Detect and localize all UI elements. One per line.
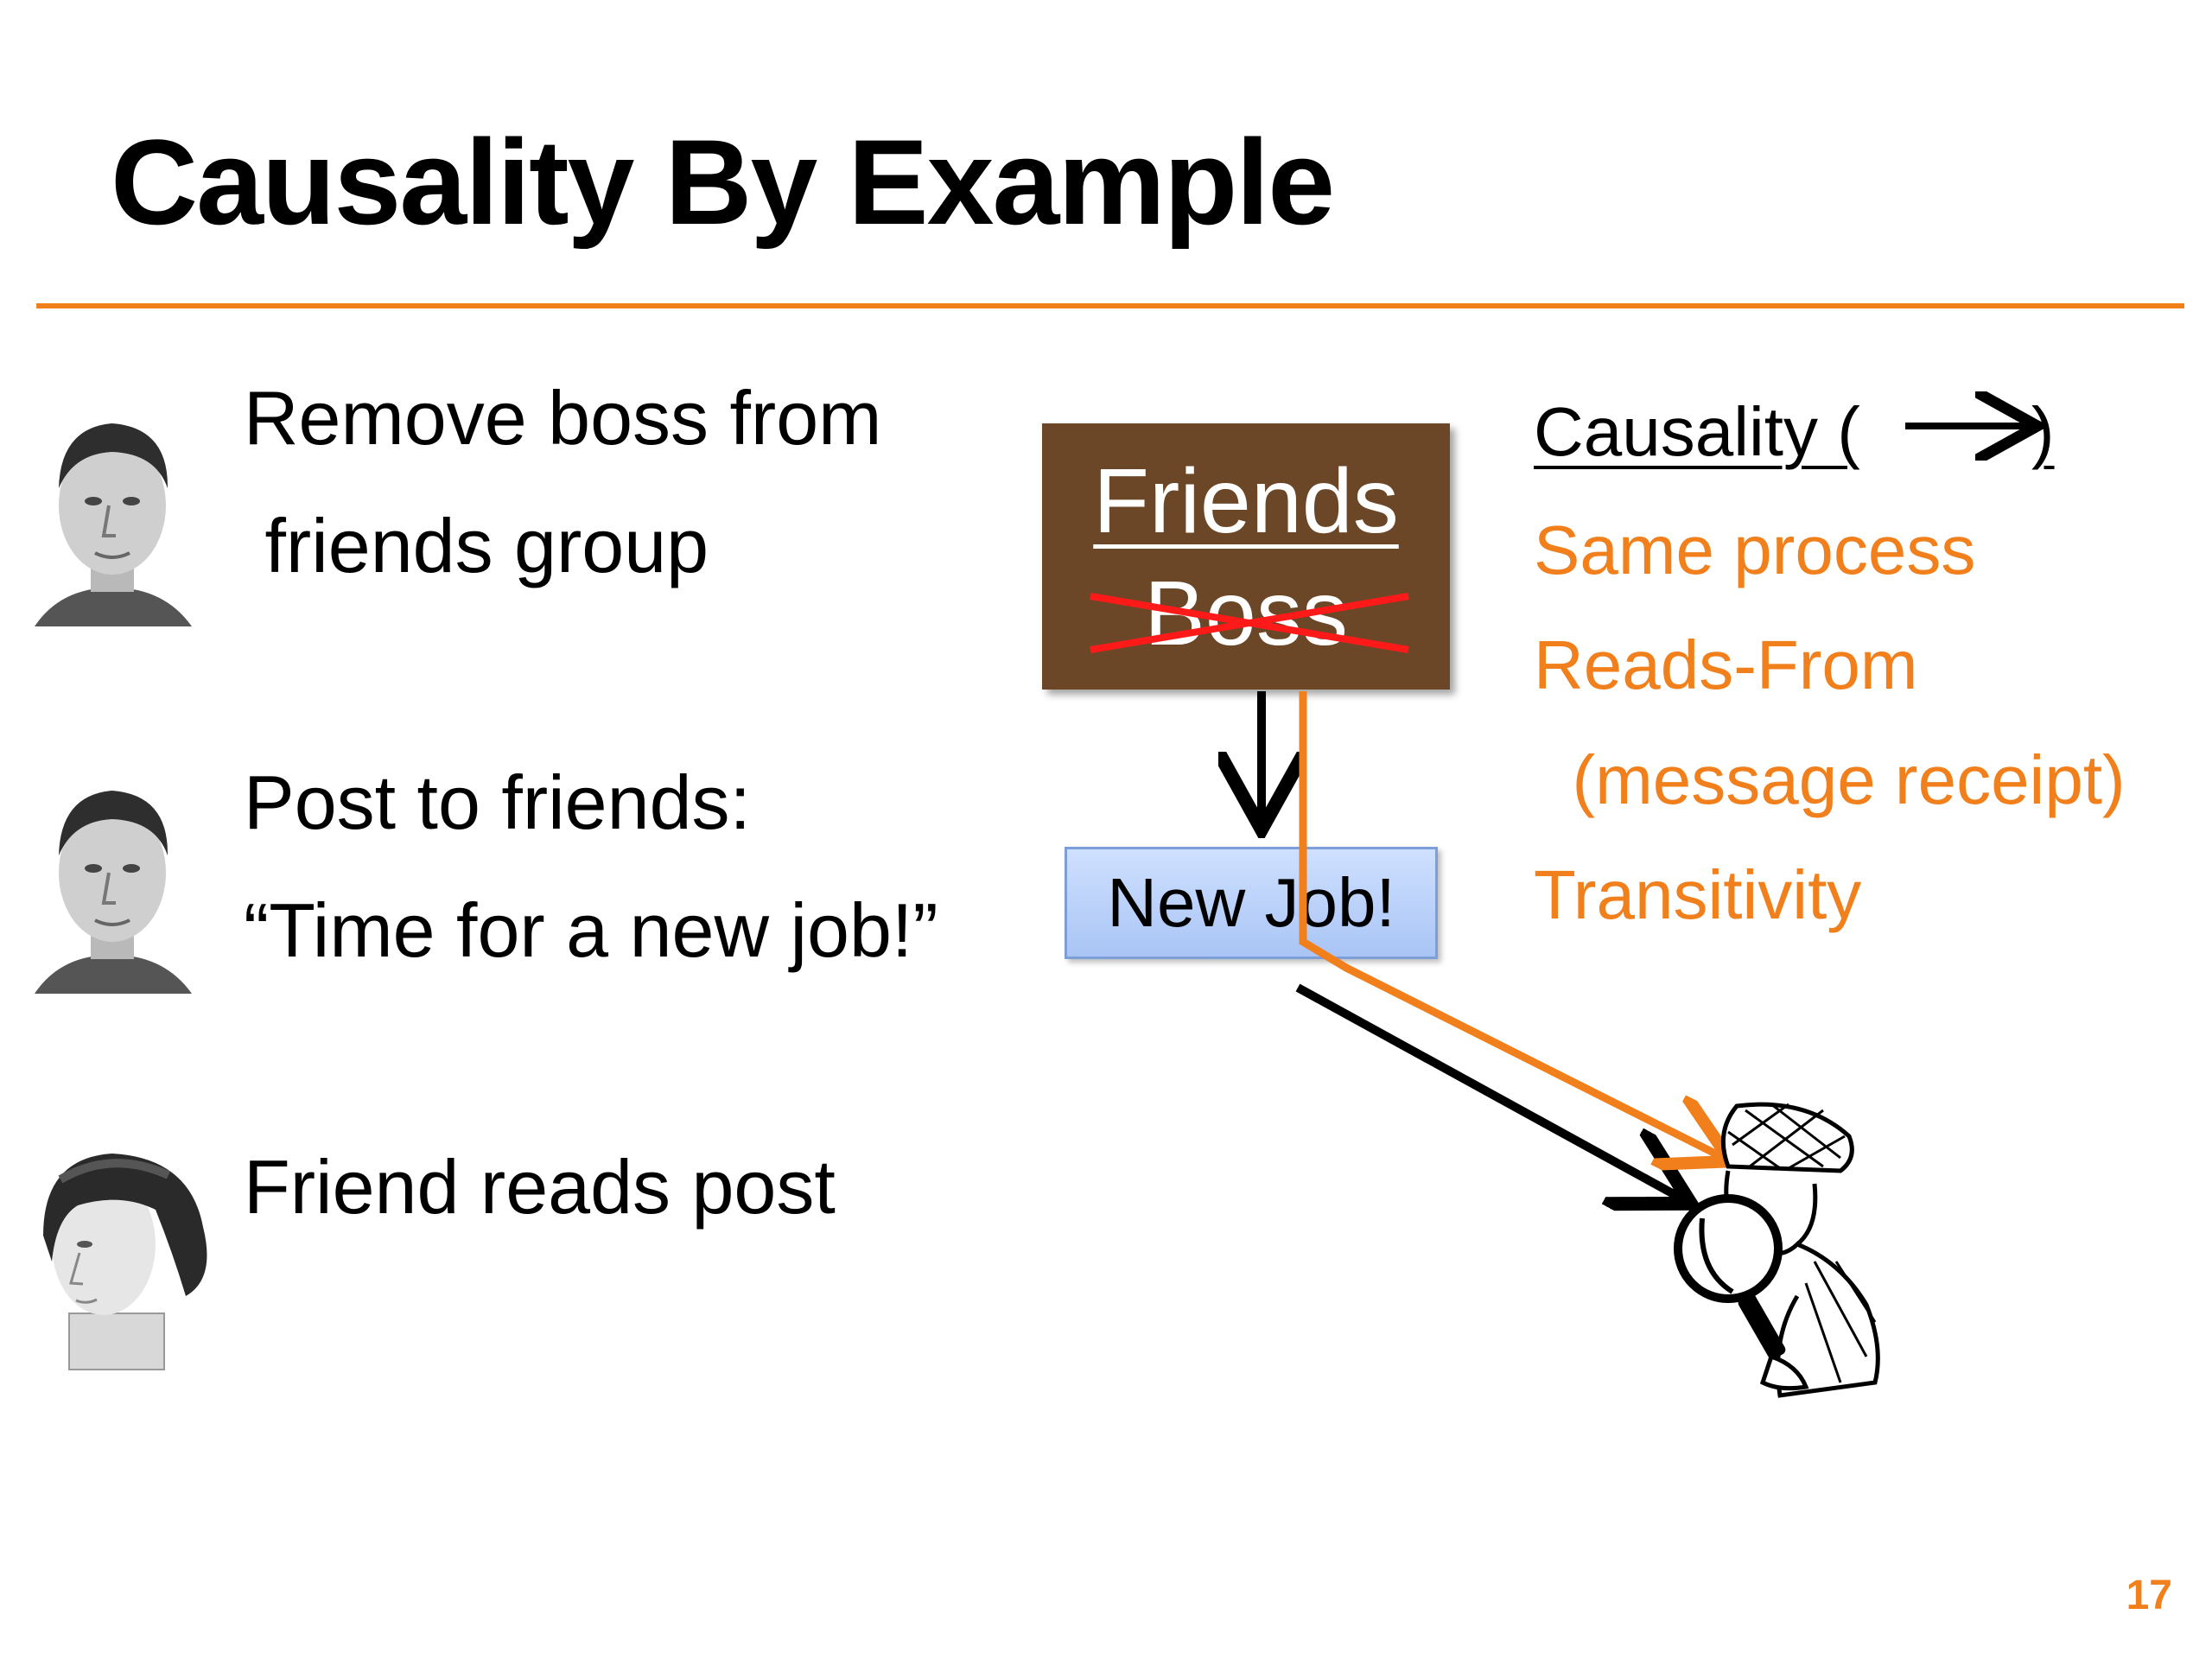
male-portrait-icon bbox=[35, 791, 192, 994]
slide-title: Causality By Example bbox=[111, 114, 1335, 250]
legend-item-message-receipt: (message receipt) bbox=[1534, 741, 2126, 818]
detective-magnifier-icon bbox=[1674, 1102, 1880, 1398]
step-1-line-2: friends group bbox=[244, 503, 709, 588]
title-divider bbox=[36, 303, 2184, 308]
reads-from-arrow bbox=[1295, 983, 1683, 1199]
new-job-box: New Job! bbox=[1065, 847, 1438, 959]
legend-heading-close: ) bbox=[2031, 393, 2055, 470]
legend-item-same-process: Same process bbox=[1534, 512, 1976, 588]
step-2-line-2: “Time for a new job!” bbox=[244, 887, 938, 973]
step-2-line-1: Post to friends: bbox=[244, 760, 751, 845]
legend-heading: Causality () bbox=[1534, 397, 2055, 467]
female-portrait-icon bbox=[43, 1154, 207, 1370]
page-number: 17 bbox=[2126, 1573, 2172, 1618]
legend-item-reads-from: Reads-From bbox=[1534, 626, 1918, 703]
step-1-line-1: Remove boss from bbox=[244, 375, 882, 461]
friends-label: Friends bbox=[1093, 450, 1399, 552]
legend-heading-text: Causality ( bbox=[1534, 393, 1860, 470]
male-portrait-icon bbox=[35, 423, 192, 626]
transitivity-arrow bbox=[1299, 691, 1724, 1158]
boss-strike-line bbox=[1090, 593, 1409, 653]
legend-item-transitivity: Transitivity bbox=[1534, 856, 1862, 933]
step-3-line-1: Friend reads post bbox=[244, 1144, 836, 1230]
